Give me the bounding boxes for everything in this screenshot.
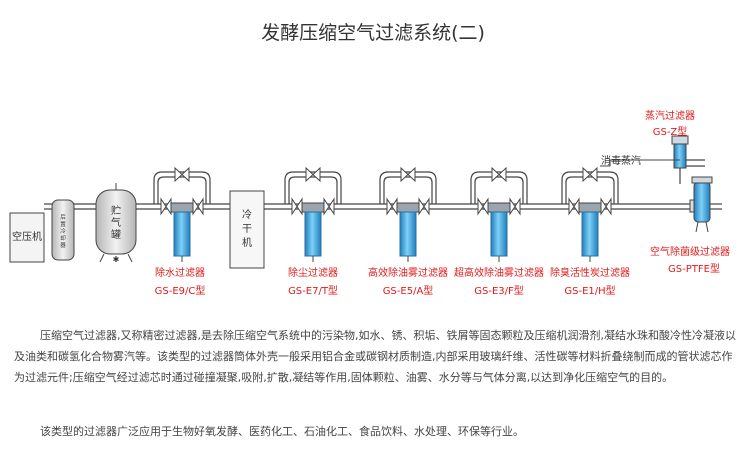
- filter-model: GS-E5/A型: [383, 284, 434, 297]
- cooler-label: 却: [60, 234, 66, 242]
- filter-head: [301, 202, 325, 213]
- valve-icon: [509, 197, 521, 216]
- bypass-pipe: [379, 171, 437, 204]
- page-title: 发酵压缩空气过滤系统(二): [261, 22, 485, 44]
- air-tank: ✱ 贮气罐: [95, 183, 137, 264]
- cooler-label: 置: [60, 221, 66, 228]
- sterile-filter-model: GS-PTFE型: [668, 262, 720, 275]
- bypass-valve-icon: [305, 166, 321, 183]
- dryer-label: 冷: [242, 208, 252, 221]
- svg-text:✱: ✱: [113, 255, 120, 264]
- filter-bowl: [173, 211, 191, 257]
- valve-icon: [323, 197, 335, 216]
- filter-head: [487, 202, 511, 213]
- valve-icon: [160, 197, 172, 216]
- bypass-valve-icon: [174, 166, 190, 183]
- cooler-label: 器: [60, 242, 66, 249]
- filter-head: [170, 202, 194, 213]
- filter-head: [578, 202, 602, 213]
- paragraph-2-text: 该类型的过滤器广泛应用于生物好氧发酵、医药化工、石油化工、食品饮料、水处理、环保…: [40, 425, 524, 438]
- filter-station-1: 除水过滤器 GS-E9/C型: [153, 166, 211, 297]
- paragraph-1-text: 压缩空气过滤器,又称精密过滤器,是去除压缩空气系统中的污染物,如水、锈、积垢、铁…: [14, 329, 736, 384]
- bypass-pipe: [153, 171, 211, 204]
- tank-label: 贮: [111, 204, 121, 217]
- filter-bowl: [490, 211, 508, 257]
- bypass-valve-icon: [400, 166, 416, 183]
- valve-icon: [477, 197, 489, 216]
- tank-label: 气: [111, 216, 121, 229]
- bypass-pipe: [284, 171, 342, 204]
- valve-icon: [600, 197, 612, 216]
- filter-station-3: 高效除油雾过滤器 GS-E5/A型: [368, 166, 448, 297]
- filter-model: GS-E9/C型: [155, 284, 206, 297]
- tank-label: 罐: [111, 228, 121, 241]
- filter-name: 除水过滤器: [155, 266, 205, 279]
- bypass-pipe: [470, 171, 528, 204]
- filter-name: 高效除油雾过滤器: [368, 266, 448, 279]
- valve-icon: [192, 197, 204, 216]
- filter-bowl: [581, 211, 599, 257]
- bypass-valve-icon: [491, 166, 507, 183]
- filter-stations: 除水过滤器 GS-E9/C型 除尘过滤器 GS-E7/T型 高效除油雾过滤器 GS-E5/…: [153, 166, 630, 297]
- compressor-label: 空压机: [12, 230, 42, 243]
- valve-icon: [386, 197, 398, 216]
- filter-model: GS-E7/T型: [288, 284, 338, 297]
- filter-model: GS-E3/F型: [474, 284, 524, 297]
- filter-bowl: [304, 211, 322, 257]
- valve-icon: [291, 197, 303, 216]
- valve-icon: [568, 197, 580, 216]
- dryer-label: 干: [242, 224, 252, 235]
- filter-name: 超高效除油雾过滤器: [454, 266, 544, 279]
- sterile-filter: [600, 135, 722, 233]
- refrigerated-dryer: 冷干机: [229, 190, 265, 269]
- disinfect-steam-label: 消毒蒸汽: [601, 154, 641, 167]
- bypass-valve-icon: [582, 166, 598, 183]
- steam-filter-model: GS-Z型: [653, 125, 688, 138]
- filter-name: 除尘过滤器: [288, 266, 338, 279]
- cooler-label: 后: [60, 213, 66, 221]
- dryer-label: 机: [242, 236, 252, 249]
- steam-filter-name: 蒸汽过滤器: [645, 109, 695, 122]
- filter-model: GS-E1/H型: [564, 284, 615, 297]
- cooler-label: 冷: [60, 227, 66, 235]
- filter-name: 除臭活性炭过滤器: [550, 266, 630, 279]
- bypass-pipe: [561, 171, 619, 204]
- description-paragraph-2: 该类型的过滤器广泛应用于生物好氧发酵、医药化工、石油化工、食品饮料、水处理、环保…: [14, 421, 736, 442]
- filter-station-2: 除尘过滤器 GS-E7/T型: [284, 166, 342, 297]
- filter-head: [396, 202, 420, 213]
- compressor: 空压机: [9, 212, 45, 263]
- valve-icon: [418, 197, 430, 216]
- filter-station-5: 除臭活性炭过滤器 GS-E1/H型: [550, 166, 630, 297]
- filter-bowl: [399, 211, 417, 257]
- description-paragraph-1: 压缩空气过滤器,又称精密过滤器,是去除压缩空气系统中的污染物,如水、锈、积垢、铁…: [14, 325, 736, 388]
- filter-station-4: 超高效除油雾过滤器 GS-E3/F型: [454, 166, 544, 297]
- sterile-filter-name: 空气除菌级过滤器: [650, 245, 730, 258]
